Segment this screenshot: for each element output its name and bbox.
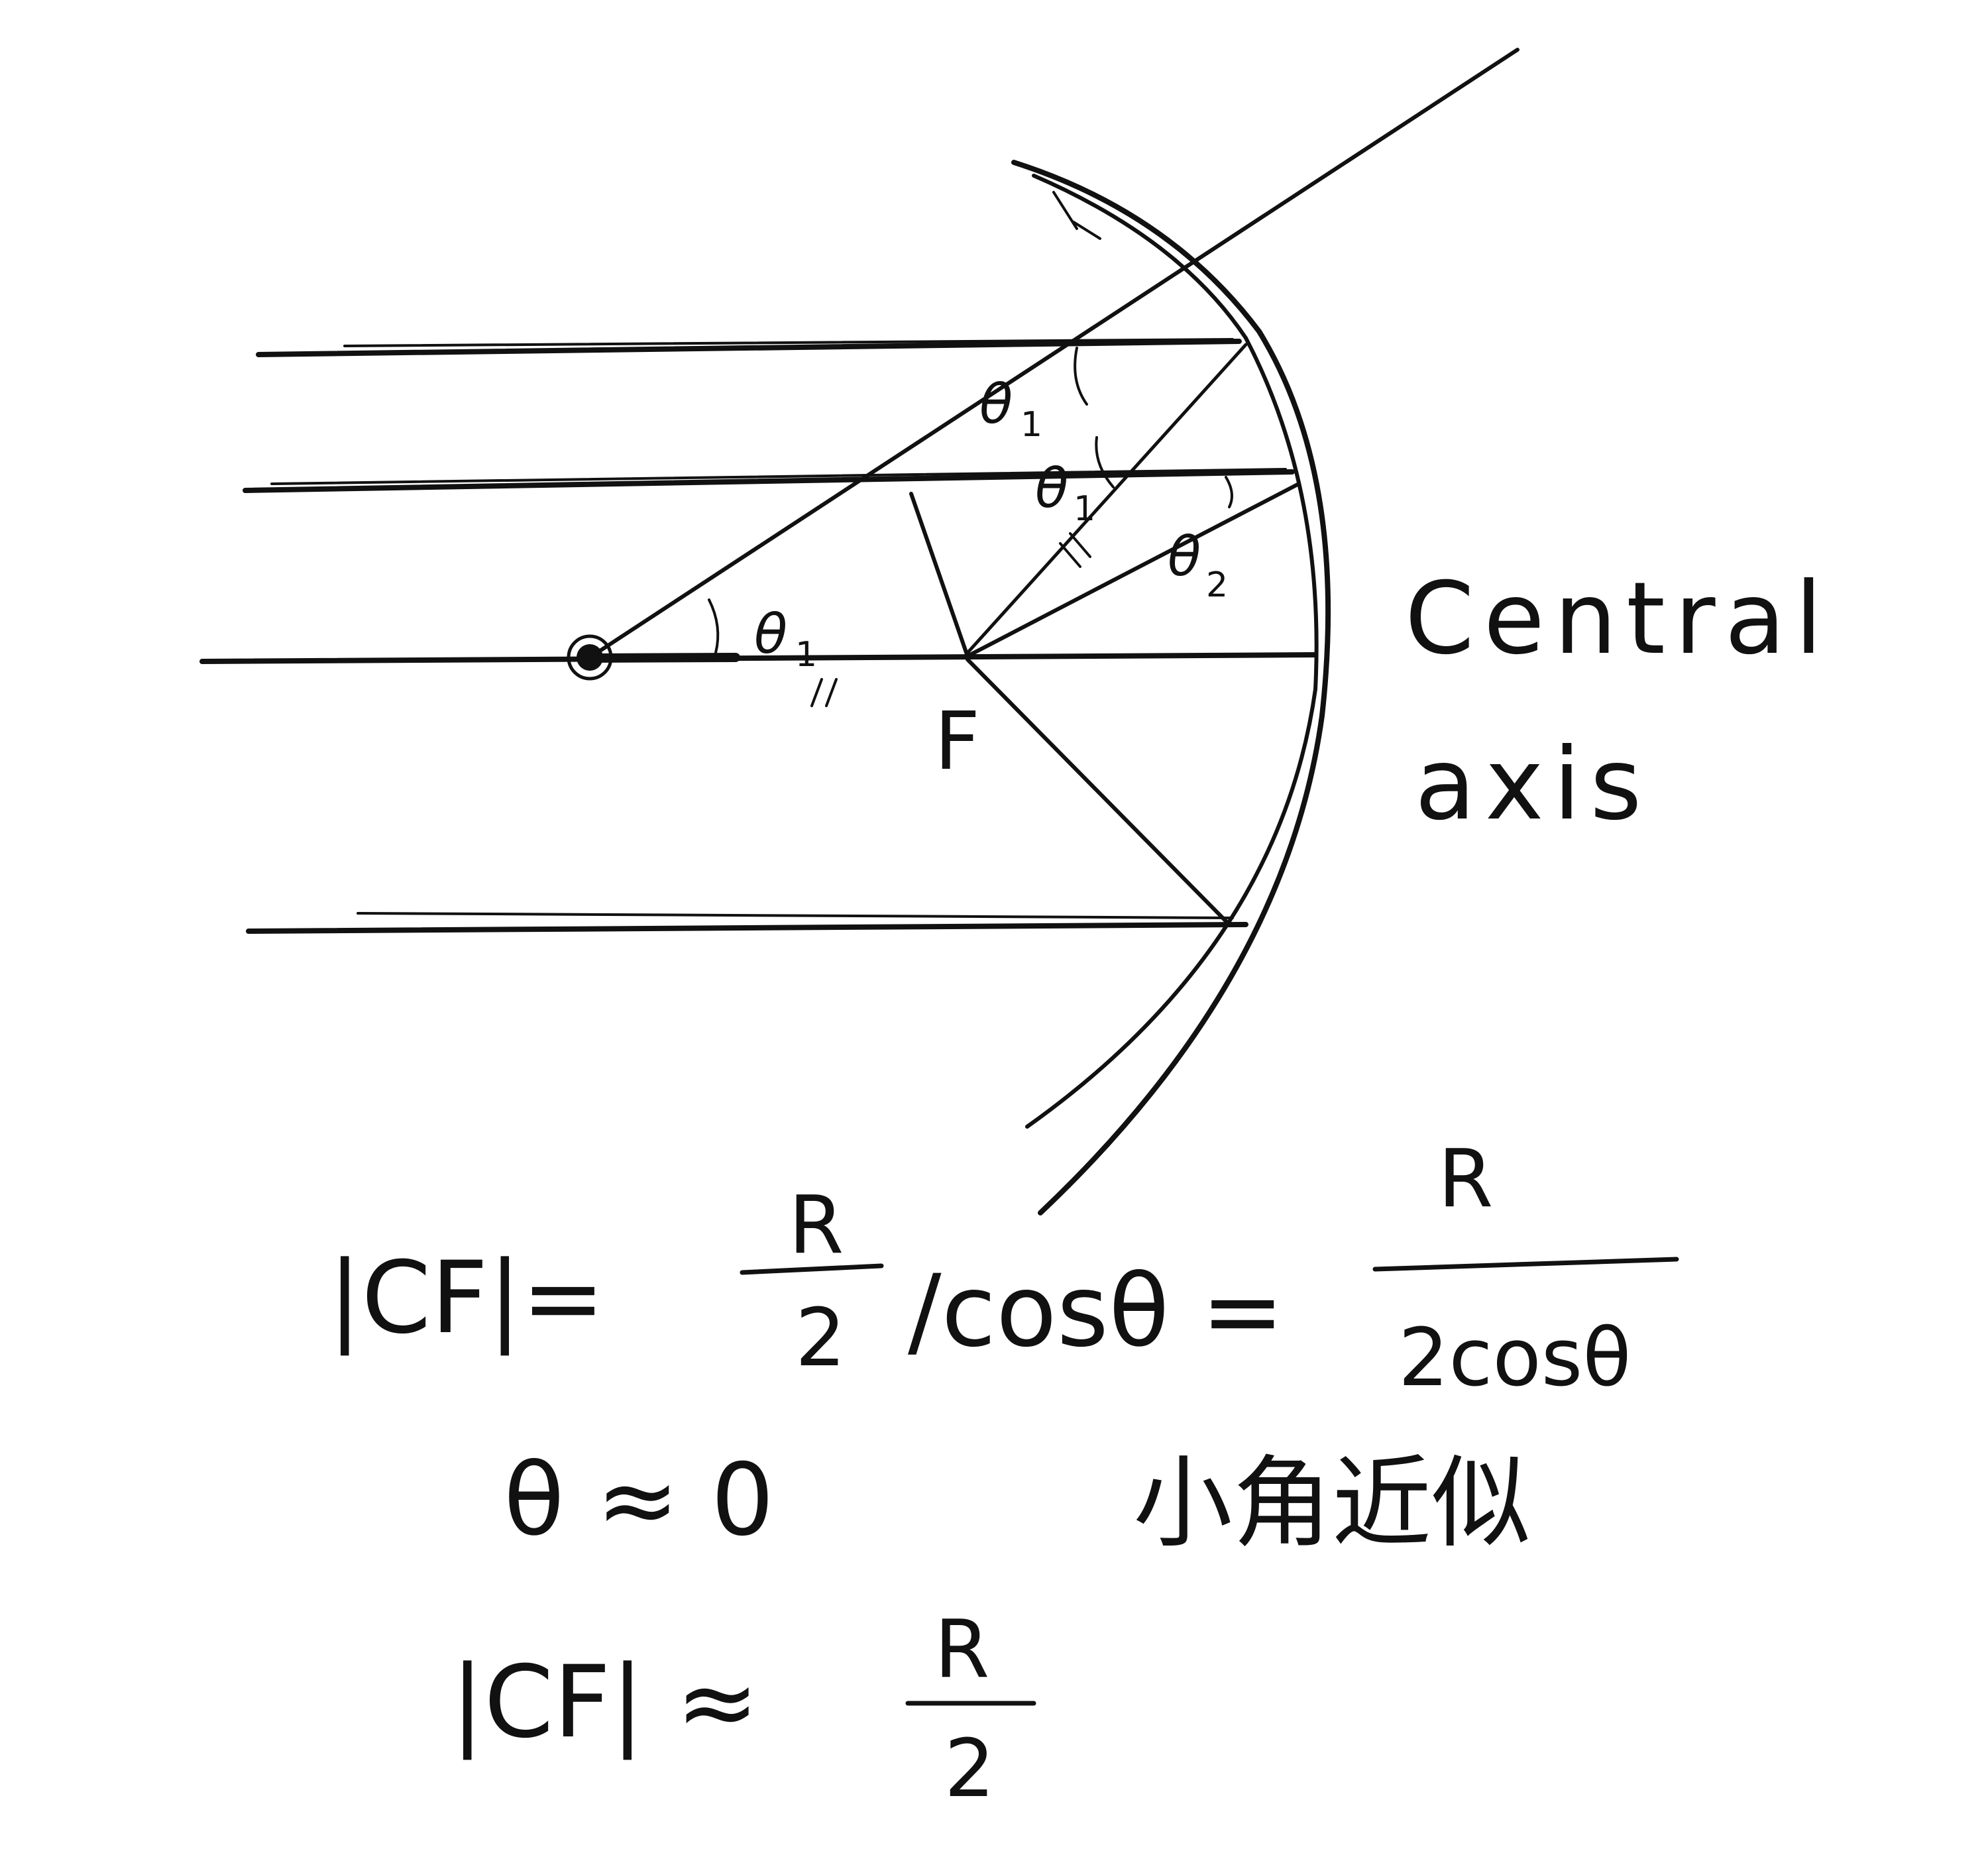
reflected-ray-top xyxy=(966,343,1248,655)
central-axis-line xyxy=(199,652,1318,664)
tick-on-axis-1 xyxy=(810,678,823,707)
perpendicular-from-F xyxy=(909,492,969,658)
theta2-subscript: 2 xyxy=(1206,565,1228,605)
theta1-arc-lower xyxy=(1095,436,1115,488)
eq1-frac1-denominator: 2 xyxy=(795,1292,846,1384)
focal-point-label: F xyxy=(934,696,980,788)
theta2-arc xyxy=(1225,476,1233,508)
equation-line-1: |CF|= R 2 /cosθ = R 2cosθ xyxy=(328,1133,1679,1404)
angle-labels: θ 1 θ 1 θ 2 θ 1 xyxy=(754,373,1228,675)
equation-line-3: |CF| ≈ R 2 xyxy=(451,1604,1036,1815)
equal-length-ticks xyxy=(810,532,1091,707)
eq1-lhs: |CF|= xyxy=(328,1241,605,1356)
eq3-frac-denominator: 2 xyxy=(944,1723,995,1815)
mirror-arc-inner xyxy=(1025,174,1319,1129)
theta-center-subscript: 1 xyxy=(795,635,817,675)
incident-ray-bottom xyxy=(246,922,1248,934)
eq3-lhs: |CF| ≈ xyxy=(451,1645,759,1760)
theta1-label-middle: θ xyxy=(1035,457,1068,520)
normal-line-extended xyxy=(588,48,1519,659)
tick-on-radius-1 xyxy=(1059,542,1081,568)
reflected-ray-middle xyxy=(966,482,1301,658)
mirror-arc-shade xyxy=(1052,191,1101,240)
incident-ray-middle xyxy=(243,469,1295,493)
reflected-rays xyxy=(966,343,1301,927)
tick-on-axis-2 xyxy=(825,678,838,707)
incident-ray-bottom-double xyxy=(357,912,1234,919)
reflected-ray-bottom xyxy=(966,657,1231,927)
central-axis-label-line2: axis xyxy=(1415,727,1651,842)
mirror-arc-outer xyxy=(1011,160,1331,1215)
eq1-frac1-numerator: R xyxy=(789,1180,844,1272)
theta1-subscript-middle: 1 xyxy=(1074,489,1095,529)
eq1-frac2-denominator: 2cosθ xyxy=(1398,1312,1631,1404)
eq2-approximation: θ ≈ 0 xyxy=(504,1443,774,1558)
theta-center-arc xyxy=(708,598,720,654)
angle-marks xyxy=(708,347,1233,654)
central-axis-label-line1: Central xyxy=(1405,561,1832,677)
incident-ray-middle-double xyxy=(270,468,1287,485)
eq1-middle: /cosθ = xyxy=(908,1254,1284,1369)
incident-rays xyxy=(243,338,1295,934)
tick-on-radius-2 xyxy=(1069,532,1091,558)
eq1-frac1-bar xyxy=(740,1263,884,1275)
concave-mirror xyxy=(1011,160,1331,1215)
equation-line-2: θ ≈ 0 小角近似 xyxy=(504,1443,1531,1561)
incident-ray-top xyxy=(256,339,1242,357)
eq2-note: 小角近似 xyxy=(1133,1446,1531,1561)
central-axis-thick-segment xyxy=(582,653,740,663)
eq1-frac2-bar xyxy=(1372,1257,1679,1272)
theta1-label-top: θ xyxy=(979,373,1013,436)
theta1-subscript-top: 1 xyxy=(1021,405,1042,445)
theta-center-label: θ xyxy=(754,603,787,666)
eq1-frac2-numerator: R xyxy=(1438,1133,1493,1225)
eq3-frac-numerator: R xyxy=(934,1604,989,1696)
theta1-arc-top xyxy=(1074,347,1088,406)
incident-ray-top-double xyxy=(343,338,1234,347)
theta2-label: θ xyxy=(1168,526,1201,589)
